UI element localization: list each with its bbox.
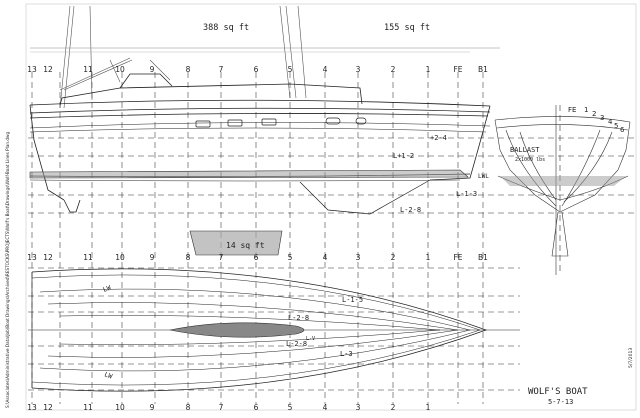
profile-station-label: B1 (478, 65, 488, 74)
profile-station-label: 3 (356, 65, 361, 74)
body-plan-station-labels: 1 2 3 4 5 6 (584, 106, 625, 134)
profile-station-labels: 13 12 11 10 9 8 7 6 5 4 3 2 1 FE B1 (27, 65, 488, 74)
profile-station-label: 6 (254, 65, 259, 74)
lwl-shading (29, 169, 469, 179)
profile-station-label: 4 (323, 65, 328, 74)
hull-profile (29, 73, 491, 215)
profile-station-label: 10 (115, 65, 125, 74)
body-plan-station-label: 1 (584, 106, 588, 114)
bottom-station-label: 1 (426, 403, 431, 412)
bottom-station-label: 12 (43, 403, 53, 412)
bottom-station-label: 13 (27, 403, 37, 412)
profile-station-label: 5 (288, 65, 293, 74)
bottom-station-label: 8 (186, 403, 191, 412)
profile-station-label: 11 (83, 65, 93, 74)
plan-station-label: 1 (426, 253, 431, 262)
main-sail-area: 388 sq ft (203, 23, 249, 33)
jib-sail-area: 155 sq ft (384, 23, 430, 33)
corner-date: 5/7/2013 (628, 348, 634, 368)
plan-station-label: FE (453, 253, 462, 262)
bottom-station-label: 9 (150, 403, 155, 412)
bottom-station-label: 5 (288, 403, 293, 412)
plan-label-lw2: LW (103, 370, 113, 380)
body-plan-station-label: 4 (608, 118, 613, 126)
bottom-station-label: 7 (219, 403, 224, 412)
plan-station-label: 7 (219, 253, 224, 262)
plan-station-label: 9 (150, 253, 155, 262)
drawing-title: WOLF'S BOAT (528, 387, 588, 397)
sheet-frame (25, 3, 637, 411)
drawing-date: 5-7-13 (548, 398, 573, 406)
plan-station-label: 10 (115, 253, 125, 262)
ballast-label: BALLAST (510, 146, 540, 154)
profile-station-label: 1 (426, 65, 431, 74)
rig (30, 5, 500, 109)
body-plan (494, 105, 631, 275)
plan-label-l-2-8b: L-2-8 (286, 340, 307, 348)
bottom-station-label: 3 (356, 403, 361, 412)
bottom-station-labels: 13 12 11 10 9 8 7 6 5 4 3 2 1 (27, 403, 430, 412)
profile-station-label: 13 (27, 65, 37, 74)
label-l-plus-1-2: L+1-2 (393, 152, 414, 160)
label-l-minus-1-3: L-1-3 (456, 190, 477, 198)
plan-label-lw: LW (102, 284, 112, 294)
plan-label-l-1-5: L-1-5 (342, 296, 363, 304)
bottom-station-label: 6 (254, 403, 259, 412)
bottom-station-label: 2 (391, 403, 396, 412)
label-l-minus-2-8: L-2-8 (400, 206, 421, 214)
plan-label-l-v: L-V (306, 336, 315, 342)
profile-station-grid (31, 72, 484, 262)
plan-station-label: 13 (27, 253, 37, 262)
keel-area-label: 14 sq ft (226, 241, 265, 250)
plan-station-label: 4 (323, 253, 328, 262)
profile-station-label: 7 (219, 65, 224, 74)
plan-station-label: 3 (356, 253, 361, 262)
label-lwl: LWL (478, 173, 489, 180)
body-plan-station-label: 6 (620, 126, 625, 134)
plan-station-labels: 13 12 11 10 9 8 7 6 5 4 3 2 1 FE B1 (27, 253, 488, 262)
lateral-keel-area (189, 230, 283, 256)
bottom-station-label: 10 (115, 403, 125, 412)
profile-station-label: 2 (391, 65, 396, 74)
body-plan-station-label: 3 (600, 114, 604, 122)
portholes (195, 117, 367, 128)
label-plus-2-4: +2-4 (430, 134, 447, 142)
plan-station-label: B1 (478, 253, 488, 262)
profile-station-label: 9 (150, 65, 155, 74)
profile-waterline-grid (28, 137, 636, 214)
body-plan-lwl-shading (500, 176, 626, 186)
profile-station-label: FE (453, 65, 462, 74)
plan-label-l-2-8: L-2-8 (288, 314, 309, 322)
profile-station-label: 12 (43, 65, 53, 74)
plan-station-label: 2 (391, 253, 396, 262)
plan-keel-shading (169, 322, 305, 338)
plan-station-label: 12 (43, 253, 53, 262)
bottom-station-label: 4 (323, 403, 328, 412)
plan-station-label: 11 (83, 253, 93, 262)
plan-station-label: 6 (254, 253, 259, 262)
bottom-station-label: 11 (83, 403, 93, 412)
body-plan-station-label: 2 (592, 110, 596, 118)
plan-label-l-3: L-3 (340, 350, 353, 358)
plan-station-label: 8 (186, 253, 191, 262)
body-plan-station-label: 5 (614, 122, 618, 130)
profile-station-label: 8 (186, 65, 191, 74)
margin-file-path: S:\Associates\Administrative Data\Job\Bo… (5, 132, 10, 408)
ballast-sub-label: 2x1000 lbs (515, 157, 545, 163)
plan-station-label: 5 (288, 253, 293, 262)
body-plan-fe: FE (568, 106, 576, 114)
